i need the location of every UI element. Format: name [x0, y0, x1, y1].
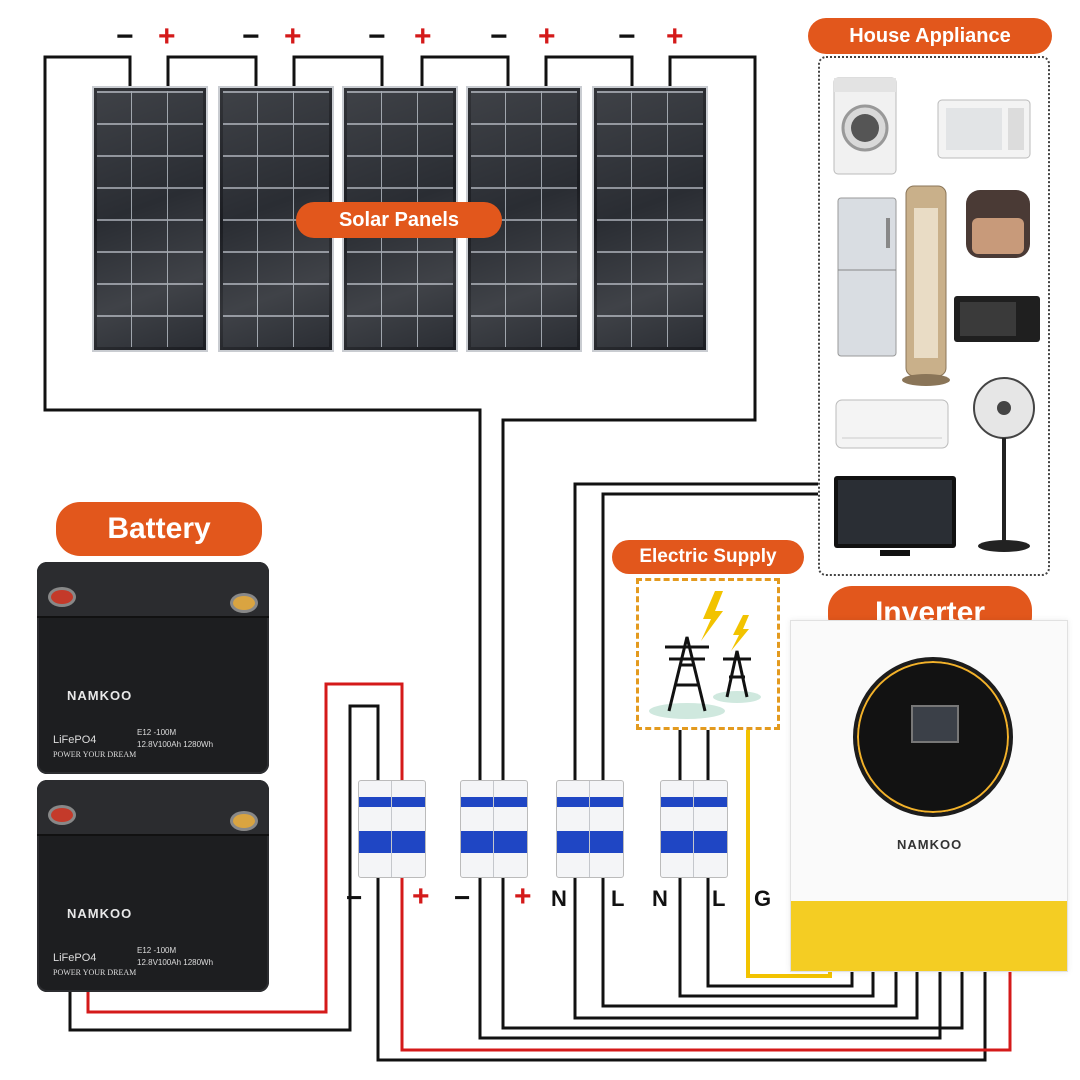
- electric-supply-label: Electric Supply: [612, 540, 804, 574]
- battery-spec: 12.8V100Ah 1280Wh: [137, 740, 214, 749]
- solar-panels-label: Solar Panels: [296, 202, 502, 238]
- appliance-group: [818, 56, 1050, 576]
- inverter-base: [791, 901, 1067, 971]
- panel-5-positive-sign: +: [666, 20, 684, 53]
- panel-4-positive-sign: +: [538, 20, 556, 53]
- panel-3-positive-sign: +: [414, 20, 432, 53]
- load-live-label: L: [611, 886, 625, 911]
- panel-1-positive-sign: +: [158, 20, 176, 53]
- power-tower-icon: [649, 591, 761, 719]
- inverter-display-dial: [853, 657, 1013, 817]
- inverter-lcd-screen: [911, 705, 959, 743]
- battery-breaker: [358, 780, 426, 878]
- standing-fan-icon: [973, 377, 1035, 552]
- oven-icon: [954, 296, 1040, 342]
- solar-breaker-negative-label: −: [454, 882, 471, 913]
- ground-label: G: [754, 886, 772, 911]
- electric-supply-box: [636, 578, 780, 730]
- grid-breaker: [660, 780, 728, 878]
- solar-panel-5: [592, 86, 708, 352]
- battery-slogan: POWER YOUR DREAM: [53, 968, 137, 977]
- battery-chemistry: LiFePO4: [53, 734, 97, 746]
- panel-2-negative-sign: −: [242, 20, 260, 53]
- load-breaker: [556, 780, 624, 878]
- battery-brand: NAMKOO: [67, 688, 133, 703]
- solar-panel-1: [92, 86, 208, 352]
- washing-machine-icon: [833, 77, 897, 175]
- battery-brand: NAMKOO: [67, 906, 133, 921]
- rice-cooker-icon: [966, 190, 1030, 258]
- battery-positive-terminal: [233, 596, 255, 610]
- refrigerator-icon: [837, 197, 897, 357]
- air-conditioner-icon: [835, 399, 949, 449]
- solar-breaker: [460, 780, 528, 878]
- solar-breaker-positive-label: +: [514, 880, 532, 913]
- battery-label: Battery: [56, 502, 262, 556]
- battery-unit-top: NAMKOO LiFePO4 E12 -100M 12.8V100Ah 1280…: [37, 562, 269, 774]
- microwave-icon: [937, 99, 1031, 159]
- battery-slogan: POWER YOUR DREAM: [53, 750, 137, 759]
- television-icon: [834, 476, 956, 556]
- panel-5-negative-sign: −: [618, 20, 636, 53]
- inverter-unit: NAMKOO: [790, 620, 1068, 972]
- house-appliance-label: House Appliance: [808, 18, 1052, 54]
- grid-live-label: L: [712, 886, 726, 911]
- battery-negative-terminal: [51, 808, 73, 822]
- panel-4-negative-sign: −: [490, 20, 508, 53]
- panel-3-negative-sign: −: [368, 20, 386, 53]
- battery-model: E12 -100M: [137, 728, 177, 737]
- panel-2-positive-sign: +: [284, 20, 302, 53]
- tower-fan-icon: [902, 185, 950, 386]
- battery-negative-terminal: [51, 590, 73, 604]
- battery-positive-terminal: [233, 814, 255, 828]
- battery-breaker-positive-label: +: [412, 880, 430, 913]
- solar-panel-4: [466, 86, 582, 352]
- battery-spec: 12.8V100Ah 1280Wh: [137, 958, 214, 967]
- battery-unit-bottom: NAMKOO LiFePO4 E12 -100M 12.8V100Ah 1280…: [37, 780, 269, 992]
- appliance-illustrations: [833, 77, 1040, 556]
- battery-breaker-negative-label: −: [346, 882, 363, 913]
- inverter-brand: NAMKOO: [897, 837, 963, 852]
- load-neutral-label: N: [551, 886, 567, 911]
- battery-chemistry: LiFePO4: [53, 952, 97, 964]
- battery-model: E12 -100M: [137, 946, 177, 955]
- grid-neutral-label: N: [652, 886, 668, 911]
- panel-1-negative-sign: −: [116, 20, 134, 53]
